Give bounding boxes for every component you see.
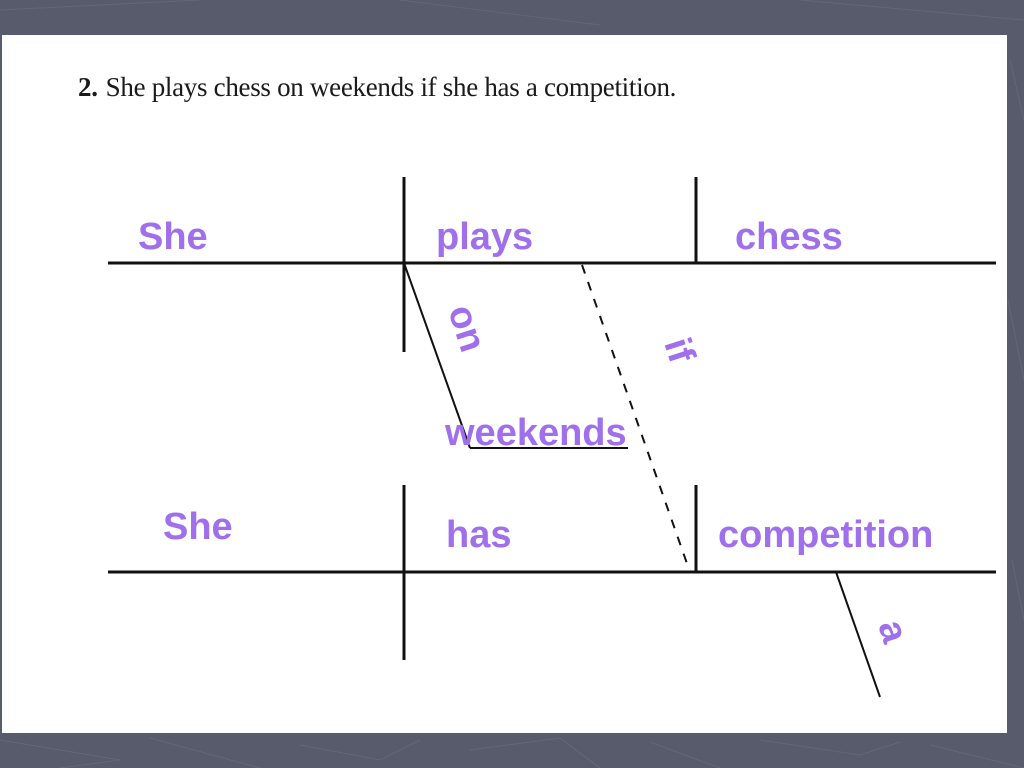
connector-word: if [655, 333, 702, 368]
content-panel [2, 35, 1007, 733]
preposition-slant [403, 262, 471, 449]
sub-verb-word: has [446, 514, 511, 556]
exercise-sentence: 2.She plays chess on weekends if she has… [78, 72, 676, 103]
modifier-word: a [869, 615, 916, 649]
exercise-text: She plays chess on weekends if she has a… [105, 72, 677, 102]
main-object-word: chess [735, 216, 843, 258]
main-verb-word: plays [436, 216, 533, 258]
sub-object-word: competition [718, 514, 933, 556]
main-subject-word: She [138, 216, 208, 258]
modifier-slant [835, 571, 881, 698]
sub-subject-word: She [163, 506, 233, 548]
exercise-number: 2. [78, 72, 98, 102]
preposition-word: on [439, 300, 493, 357]
connector-dashed-line [581, 264, 691, 573]
prep-object-word: weekends [444, 412, 627, 454]
